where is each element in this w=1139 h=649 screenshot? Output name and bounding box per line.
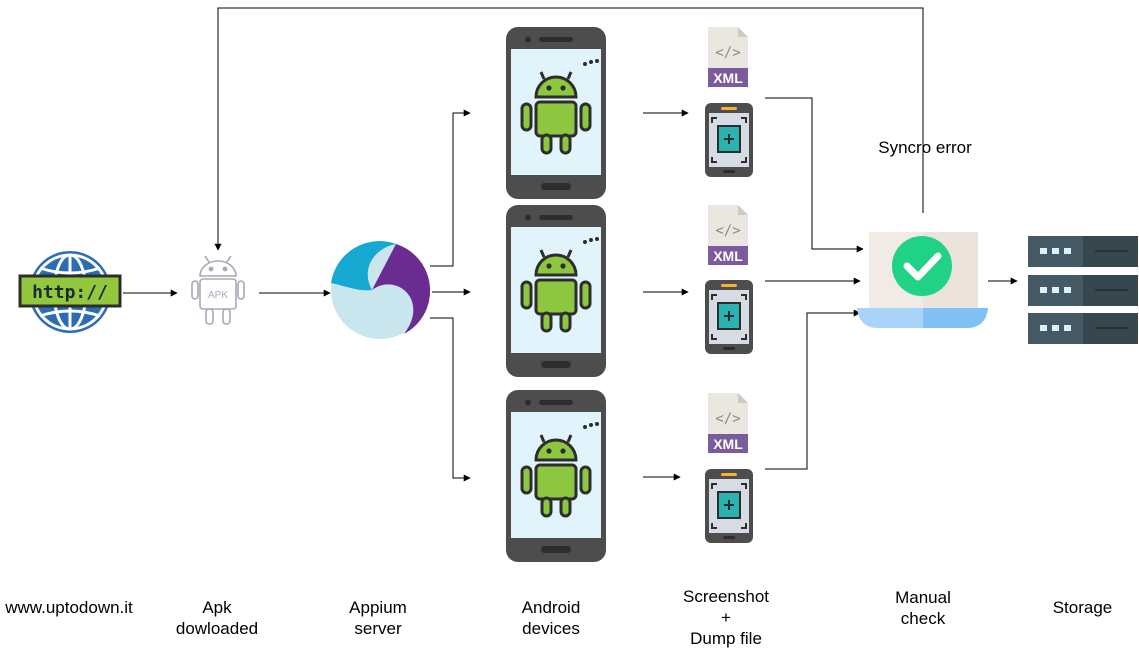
globe-icon: http://: [18, 251, 122, 333]
edge-feedback-syncro: [214, 7, 924, 251]
xml-file-2-icon: [708, 205, 748, 265]
laptop-check-icon: [857, 232, 988, 328]
stage-label-apk-downloaded: Apk dowloaded: [175, 598, 259, 638]
stage-label-manual-check: Manual check: [895, 588, 951, 628]
xml-file-3-icon: [708, 393, 748, 453]
stage-label-android-devices: Android devices: [521, 598, 581, 638]
edge-appium-to-device-3: [430, 317, 471, 482]
screenshot-3-icon: [704, 468, 754, 544]
screenshot-1-icon: [704, 102, 754, 178]
android-device-1-icon: [504, 25, 608, 201]
xml-file-1-icon: [708, 27, 748, 87]
screenshot-2-icon: [704, 279, 754, 355]
stage-label-website: www.uptodown.it: [5, 598, 133, 617]
android-device-2-icon: [504, 203, 608, 379]
edges: [123, 7, 1018, 482]
http-icon-text: http://: [32, 282, 108, 303]
edge-appium-to-device-1: [430, 109, 471, 267]
apk-icon-label: APK: [208, 290, 228, 301]
android-device-3-icon: [504, 388, 608, 564]
server-storage-icon: [1028, 236, 1138, 344]
stage-label-appium-server: Appium server: [349, 598, 407, 638]
apk-android-icon: [191, 255, 245, 325]
stage-label-storage: Storage: [1052, 598, 1113, 617]
stage-label-screenshot-dump: Screenshot + Dump file: [683, 587, 769, 648]
edge-label-syncro-error: Syncro error: [878, 138, 972, 157]
appium-logo-icon: [331, 241, 431, 339]
edge-dump-1-to-check: [765, 97, 864, 253]
edge-dump-3-to-check: [765, 309, 861, 470]
